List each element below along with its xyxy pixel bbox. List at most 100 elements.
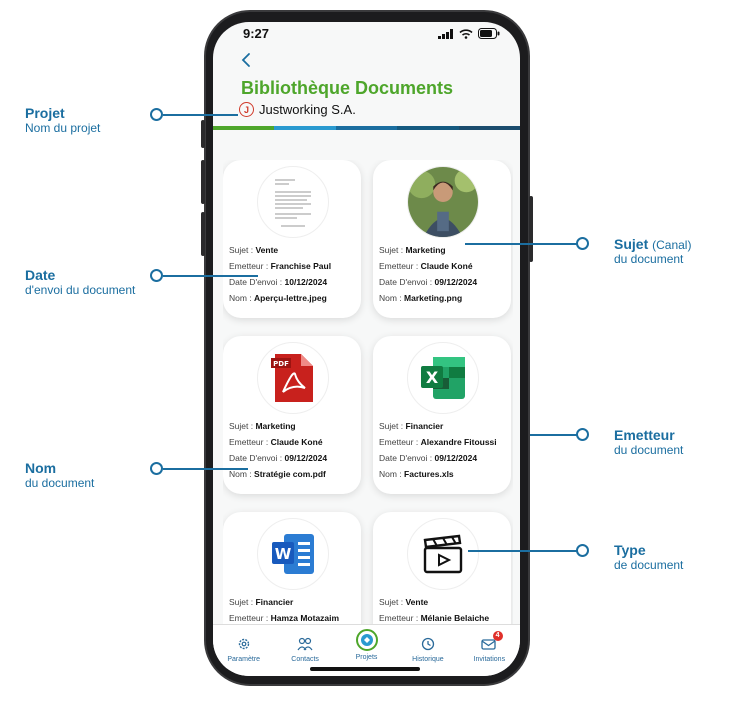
callout-line <box>530 434 577 436</box>
document-sender: Emetteur : Mélanie Belaiche <box>379 613 490 623</box>
document-date: Date D'envoi : 09/12/2024 <box>379 277 478 287</box>
document-thumbnail: W <box>257 518 329 590</box>
callout-nom: Nom du document <box>25 460 94 490</box>
project-header: J Justworking S.A. <box>239 102 356 117</box>
document-date: Date D'envoi : 09/12/2024 <box>379 453 478 463</box>
chevron-left-icon <box>241 53 250 67</box>
callout-projet: Projet Nom du projet <box>25 105 100 135</box>
gear-icon <box>238 638 249 650</box>
video-icon <box>423 534 463 574</box>
callout-title-extra: (Canal) <box>652 238 692 252</box>
callout-dot <box>576 428 589 441</box>
page-title: Bibliothèque Documents <box>241 78 454 98</box>
document-subject: Sujet : Financier <box>229 597 294 607</box>
callout-subtitle: Nom du projet <box>25 121 101 135</box>
letter-icon <box>269 172 317 232</box>
callout-subtitle: de document <box>614 558 684 572</box>
mail-icon <box>481 639 496 650</box>
document-name: Nom : Stratégie com.pdf <box>229 469 326 479</box>
document-sender: Emetteur : Franchise Paul <box>229 261 332 271</box>
callout-sujet: Sujet (Canal) du document <box>614 236 691 266</box>
tab-projets[interactable]: Projets <box>336 625 397 676</box>
document-subject: Sujet : Vente <box>229 245 279 255</box>
pdf-icon: PDF <box>271 354 313 402</box>
document-sender: Emetteur : Claude Koné <box>229 437 323 447</box>
callout-type: Type de document <box>614 542 683 572</box>
document-subject: Sujet : Financier <box>379 421 444 431</box>
callout-title: Nom <box>25 460 57 476</box>
tab-parametre[interactable]: Paramètre <box>213 625 274 676</box>
callout-line <box>468 550 577 552</box>
callout-subtitle: du document <box>614 252 684 266</box>
callout-line <box>465 243 577 245</box>
back-button[interactable] <box>237 50 257 70</box>
document-date: Date D'envoi : 10/12/2024 <box>229 277 328 287</box>
document-thumbnail <box>257 166 329 238</box>
tab-contacts[interactable]: Contacts <box>274 625 335 676</box>
history-icon <box>421 637 435 651</box>
callout-dot <box>150 269 163 282</box>
tab-label: Contacts <box>291 656 319 663</box>
svg-text:W: W <box>275 545 292 563</box>
callout-dot <box>150 462 163 475</box>
callout-line <box>163 275 258 277</box>
status-bar: 9:27 <box>213 22 520 48</box>
document-subject: Sujet : Vente <box>379 597 429 607</box>
status-icons <box>438 28 500 39</box>
signal-icon <box>438 28 453 39</box>
tab-label: Invitations <box>473 656 506 663</box>
document-sender: Emetteur : Hamza Motazaim <box>229 613 340 623</box>
document-thumbnail: X <box>407 342 479 414</box>
document-subject: Sujet : Marketing <box>379 245 446 255</box>
tab-label: Historique <box>412 656 444 663</box>
callout-line <box>163 114 238 116</box>
contacts-icon <box>297 637 313 651</box>
excel-icon: X <box>421 357 465 399</box>
document-subject: Sujet : Marketing <box>229 421 296 431</box>
callout-title: Type <box>614 542 646 558</box>
document-name: Nom : Factures.xls <box>379 469 454 479</box>
callout-title: Date <box>25 267 56 283</box>
callout-dot <box>150 108 163 121</box>
projects-icon <box>360 634 373 646</box>
callout-title: Sujet (Canal) <box>614 236 691 252</box>
volume-down-button <box>201 212 205 256</box>
svg-text:X: X <box>426 368 439 387</box>
project-name: Justworking S.A. <box>259 102 356 117</box>
tab-invitations[interactable]: 4 Invitations <box>459 625 520 676</box>
callout-title: Projet <box>25 105 65 121</box>
invitations-badge: 4 <box>492 631 503 641</box>
callout-date: Date d'envoi du document <box>25 267 135 297</box>
callout-line <box>163 468 248 470</box>
side-button <box>201 120 205 148</box>
document-thumbnail <box>407 518 479 590</box>
callout-dot <box>576 544 589 557</box>
callout-emetteur: Emetteur du document <box>614 427 683 457</box>
wifi-icon <box>459 28 473 39</box>
document-name: Nom : Marketing.png <box>379 293 463 303</box>
document-sender: Emetteur : Alexandre Fitoussi <box>379 437 497 447</box>
tab-label: Paramètre <box>227 656 261 663</box>
callout-title: Emetteur <box>614 427 675 443</box>
battery-icon <box>478 28 500 39</box>
callout-subtitle: du document <box>25 476 95 490</box>
header-divider <box>213 126 520 130</box>
status-time: 9:27 <box>243 26 270 41</box>
document-sender: Emetteur : Claude Koné <box>379 261 473 271</box>
tab-historique[interactable]: Historique <box>397 625 458 676</box>
company-logo-icon: J <box>239 102 254 117</box>
phone-screen: 9:27 Bibliothèque Documents J Justworkin… <box>213 22 520 676</box>
word-icon: W <box>272 534 314 574</box>
